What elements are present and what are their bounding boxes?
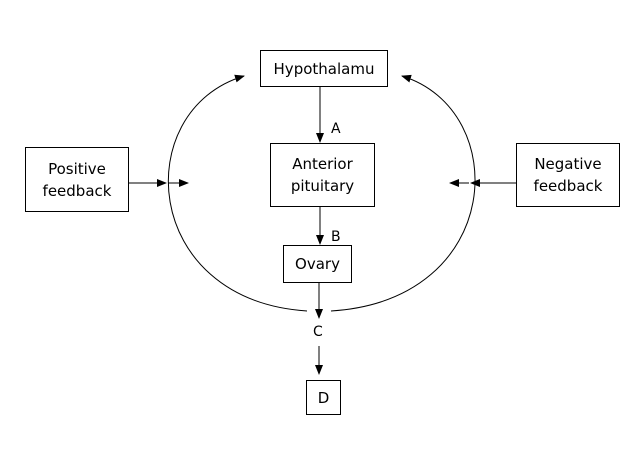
anterior-pituitary-box: Anterior pituitary [270,143,375,207]
positive-feedback-box: Positive feedback [25,147,129,212]
label-a: A [331,121,341,137]
label-c: C [313,324,323,340]
negative-feedback-box: Negative feedback [516,143,620,207]
right-feedback-arc [330,74,476,312]
ovary-box: Ovary [283,245,352,283]
hypothalamus-box: Hypothalamu [260,50,388,87]
d-box: D [306,380,341,415]
label-b: B [331,229,341,245]
left-feedback-arc [168,74,308,312]
